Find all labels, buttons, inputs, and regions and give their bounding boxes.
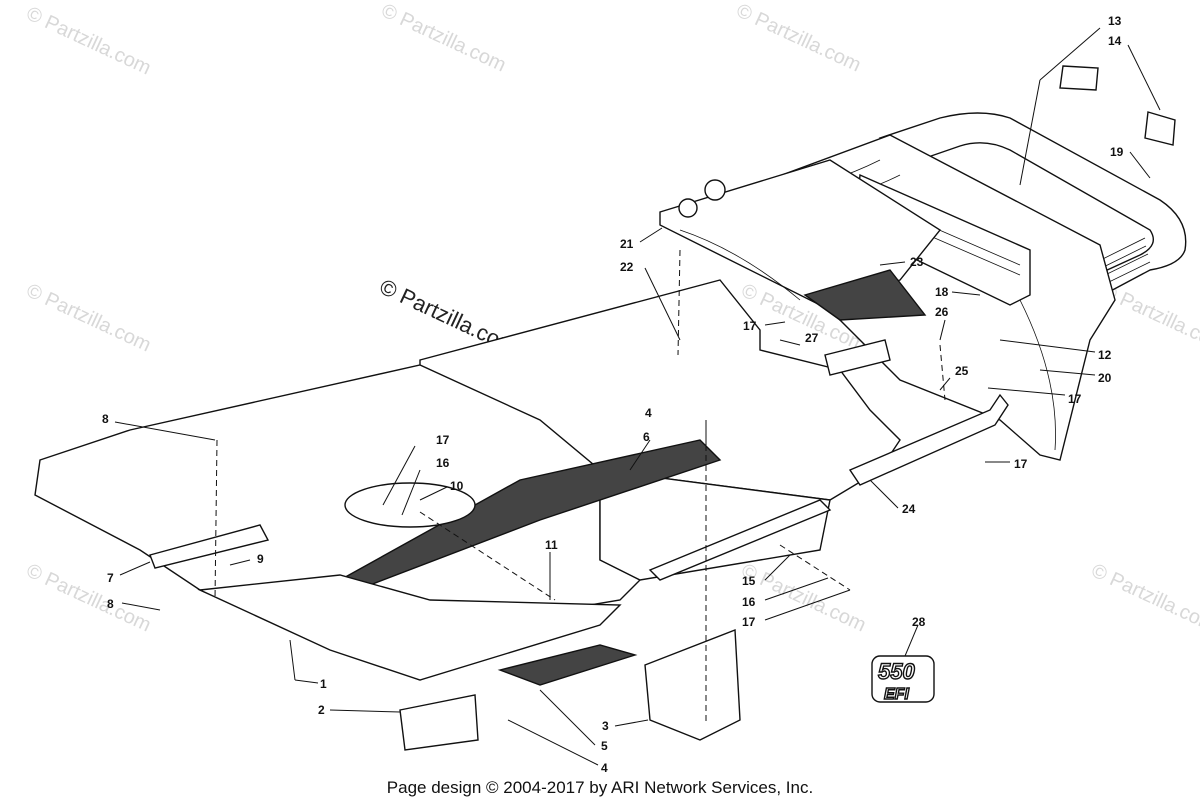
callout-17b: 17 [743, 319, 757, 333]
callout-11: 11 [545, 538, 558, 552]
callout-23: 23 [910, 255, 924, 269]
emblem-line1: 550 [878, 659, 915, 684]
watermark: © Partzilla.com [738, 560, 869, 637]
page-footer: Page design © 2004-2017 by ARI Network S… [386, 778, 814, 797]
callout-12: 12 [1098, 348, 1112, 362]
callout-17e: 17 [742, 615, 756, 629]
callout-17a: 17 [436, 433, 450, 447]
reflector-14 [1144, 111, 1176, 146]
callout-24: 24 [902, 502, 916, 516]
callout-4: 4 [645, 406, 652, 420]
callout-22: 22 [620, 260, 634, 274]
callout-27: 27 [805, 331, 819, 345]
callout-28: 28 [912, 615, 926, 629]
flap-plate [659, 159, 942, 306]
callout-14: 14 [1108, 34, 1122, 48]
emblem-plate [871, 655, 935, 703]
handle-loop [344, 482, 476, 528]
callout-13: 13 [1108, 14, 1122, 28]
rail [648, 499, 832, 581]
callout-10: 10 [450, 479, 464, 493]
watermark: © Partzilla.com [23, 560, 154, 637]
emblem-line2: EFI [884, 686, 909, 703]
tunnel-assembly-drawing: 550 EFI [34, 65, 1187, 751]
rear-pipe [848, 393, 1009, 486]
callout-6: 6 [643, 430, 650, 444]
callout-7: 7 [107, 571, 114, 585]
callout-1: 1 [320, 677, 327, 691]
callouts: 1 2 3 4 4 5 6 7 8 8 9 10 11 12 13 14 15 [102, 14, 1161, 775]
side-bracket [644, 628, 741, 741]
callout-18: 18 [935, 285, 949, 299]
callout-16b: 16 [742, 595, 756, 609]
watermark: © Partzilla.com [378, 0, 509, 76]
support-bar [149, 524, 270, 569]
front-plate [197, 574, 622, 681]
callout-20: 20 [1098, 371, 1112, 385]
callout-5: 5 [601, 739, 608, 753]
watermark: © Partzilla.com [23, 3, 154, 80]
callout-15: 15 [742, 574, 756, 588]
small-plate [399, 694, 479, 751]
right-panel [599, 469, 831, 581]
callout-19: 19 [1110, 145, 1124, 159]
callout-2: 2 [318, 703, 325, 717]
spacer-block [824, 339, 891, 376]
watermark: © Partzilla.com [733, 0, 864, 76]
watermark: © Partzilla.com [23, 280, 154, 357]
callout-17d: 17 [1014, 457, 1028, 471]
callout-9: 9 [257, 552, 264, 566]
callout-25: 25 [955, 364, 969, 378]
wedge-block [803, 269, 927, 321]
watermark: © Partzilla.com [1088, 560, 1200, 637]
callout-4b: 4 [601, 761, 608, 775]
callout-8b: 8 [107, 597, 114, 611]
callout-8: 8 [102, 412, 109, 426]
reflector-13 [1059, 65, 1099, 91]
callout-16: 16 [436, 456, 450, 470]
traction-pad [497, 644, 638, 686]
callout-17c: 17 [1068, 392, 1082, 406]
callout-21: 21 [620, 237, 634, 251]
callout-3: 3 [602, 719, 609, 733]
callout-26: 26 [935, 305, 949, 319]
